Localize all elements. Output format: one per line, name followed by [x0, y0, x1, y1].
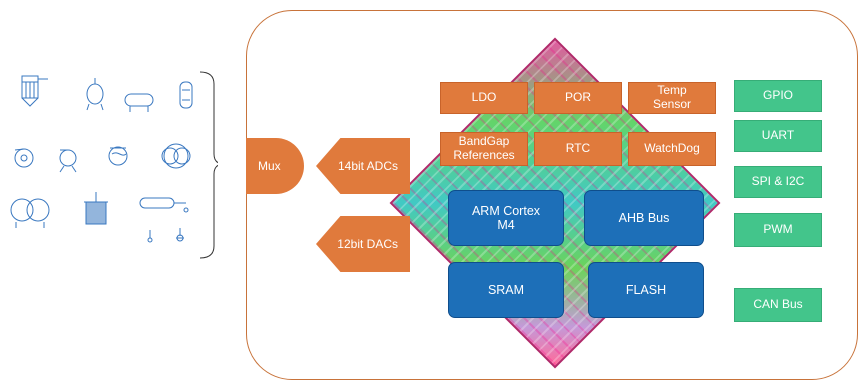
bracket-brace — [199, 71, 218, 259]
bandgap-label: BandGap References — [453, 134, 515, 162]
rtc-label: RTC — [565, 141, 591, 156]
cpu-label: ARM Cortex M4 — [471, 203, 541, 232]
double-drum-icon — [10, 198, 50, 228]
ldo-block: LDO — [440, 82, 528, 114]
gpio-block: GPIO — [734, 80, 822, 112]
pwm-block: PWM — [734, 213, 822, 247]
temp-sensor-label: Temp Sensor — [652, 83, 692, 111]
por-block: POR — [534, 82, 622, 114]
can-bus-block: CAN Bus — [734, 288, 822, 322]
arm-cortex-m4-block: ARM Cortex M4 — [448, 190, 564, 246]
reactor-vessel-icon — [86, 78, 104, 111]
blower-icon — [161, 143, 191, 169]
chip-boundary-frame — [246, 10, 858, 380]
heat-exchanger-icon — [139, 197, 189, 213]
equipment-icons-panel — [10, 71, 218, 259]
valve-gauge-icon — [147, 228, 184, 243]
vertical-vessel-icon — [179, 81, 193, 109]
spi-i2c-block: SPI & I2C — [734, 166, 822, 198]
ahb-bus-block: AHB Bus — [584, 190, 704, 246]
uart-block: UART — [734, 120, 822, 152]
por-label: POR — [564, 90, 591, 105]
centrifugal-pump-icon — [14, 148, 34, 168]
mixing-tank-icon — [84, 192, 108, 225]
temp-sensor-block: Temp Sensor — [628, 82, 716, 114]
can-bus-label: CAN Bus — [753, 297, 803, 312]
mux-label: Mux — [258, 159, 281, 173]
pump-icon — [59, 149, 77, 173]
watchdog-label: WatchDog — [644, 141, 700, 156]
pwm-label: PWM — [763, 222, 793, 237]
sram-label: SRAM — [487, 282, 525, 297]
dac-label: 12bit DACs — [337, 237, 398, 251]
fan-icon — [108, 146, 128, 166]
horizontal-tank-icon — [124, 93, 154, 112]
rtc-block: RTC — [534, 132, 622, 166]
watchdog-block: WatchDog — [628, 132, 716, 166]
mux-block: Mux — [246, 138, 304, 194]
flash-label: FLASH — [625, 282, 667, 297]
spi-i2c-label: SPI & I2C — [751, 174, 805, 189]
sram-block: SRAM — [448, 262, 564, 318]
uart-label: UART — [761, 128, 795, 143]
flash-block: FLASH — [588, 262, 704, 318]
adc-label: 14bit ADCs — [337, 159, 398, 173]
bandgap-block: BandGap References — [440, 132, 528, 166]
ldo-label: LDO — [471, 90, 497, 105]
bag-filter-icon — [21, 75, 48, 107]
bus-label: AHB Bus — [618, 210, 670, 225]
gpio-label: GPIO — [762, 88, 793, 103]
